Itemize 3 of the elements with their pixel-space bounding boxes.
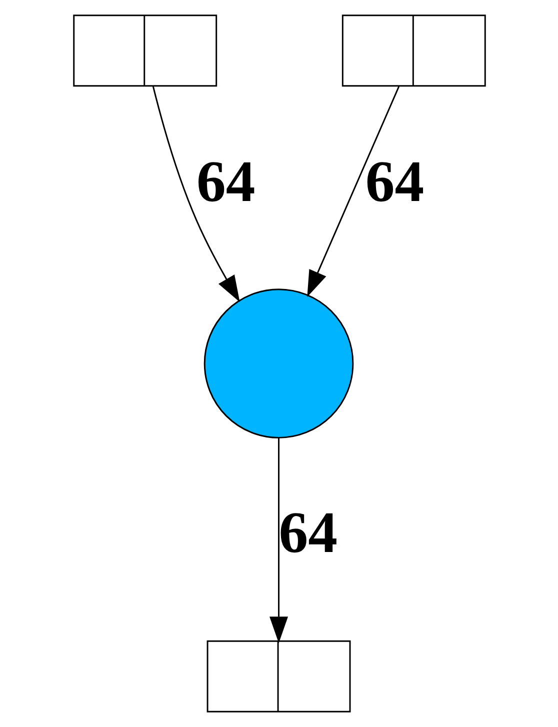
edge-label: 64 <box>364 149 424 214</box>
edge-label: 64 <box>278 500 338 566</box>
edge-label: 64 <box>196 149 255 214</box>
